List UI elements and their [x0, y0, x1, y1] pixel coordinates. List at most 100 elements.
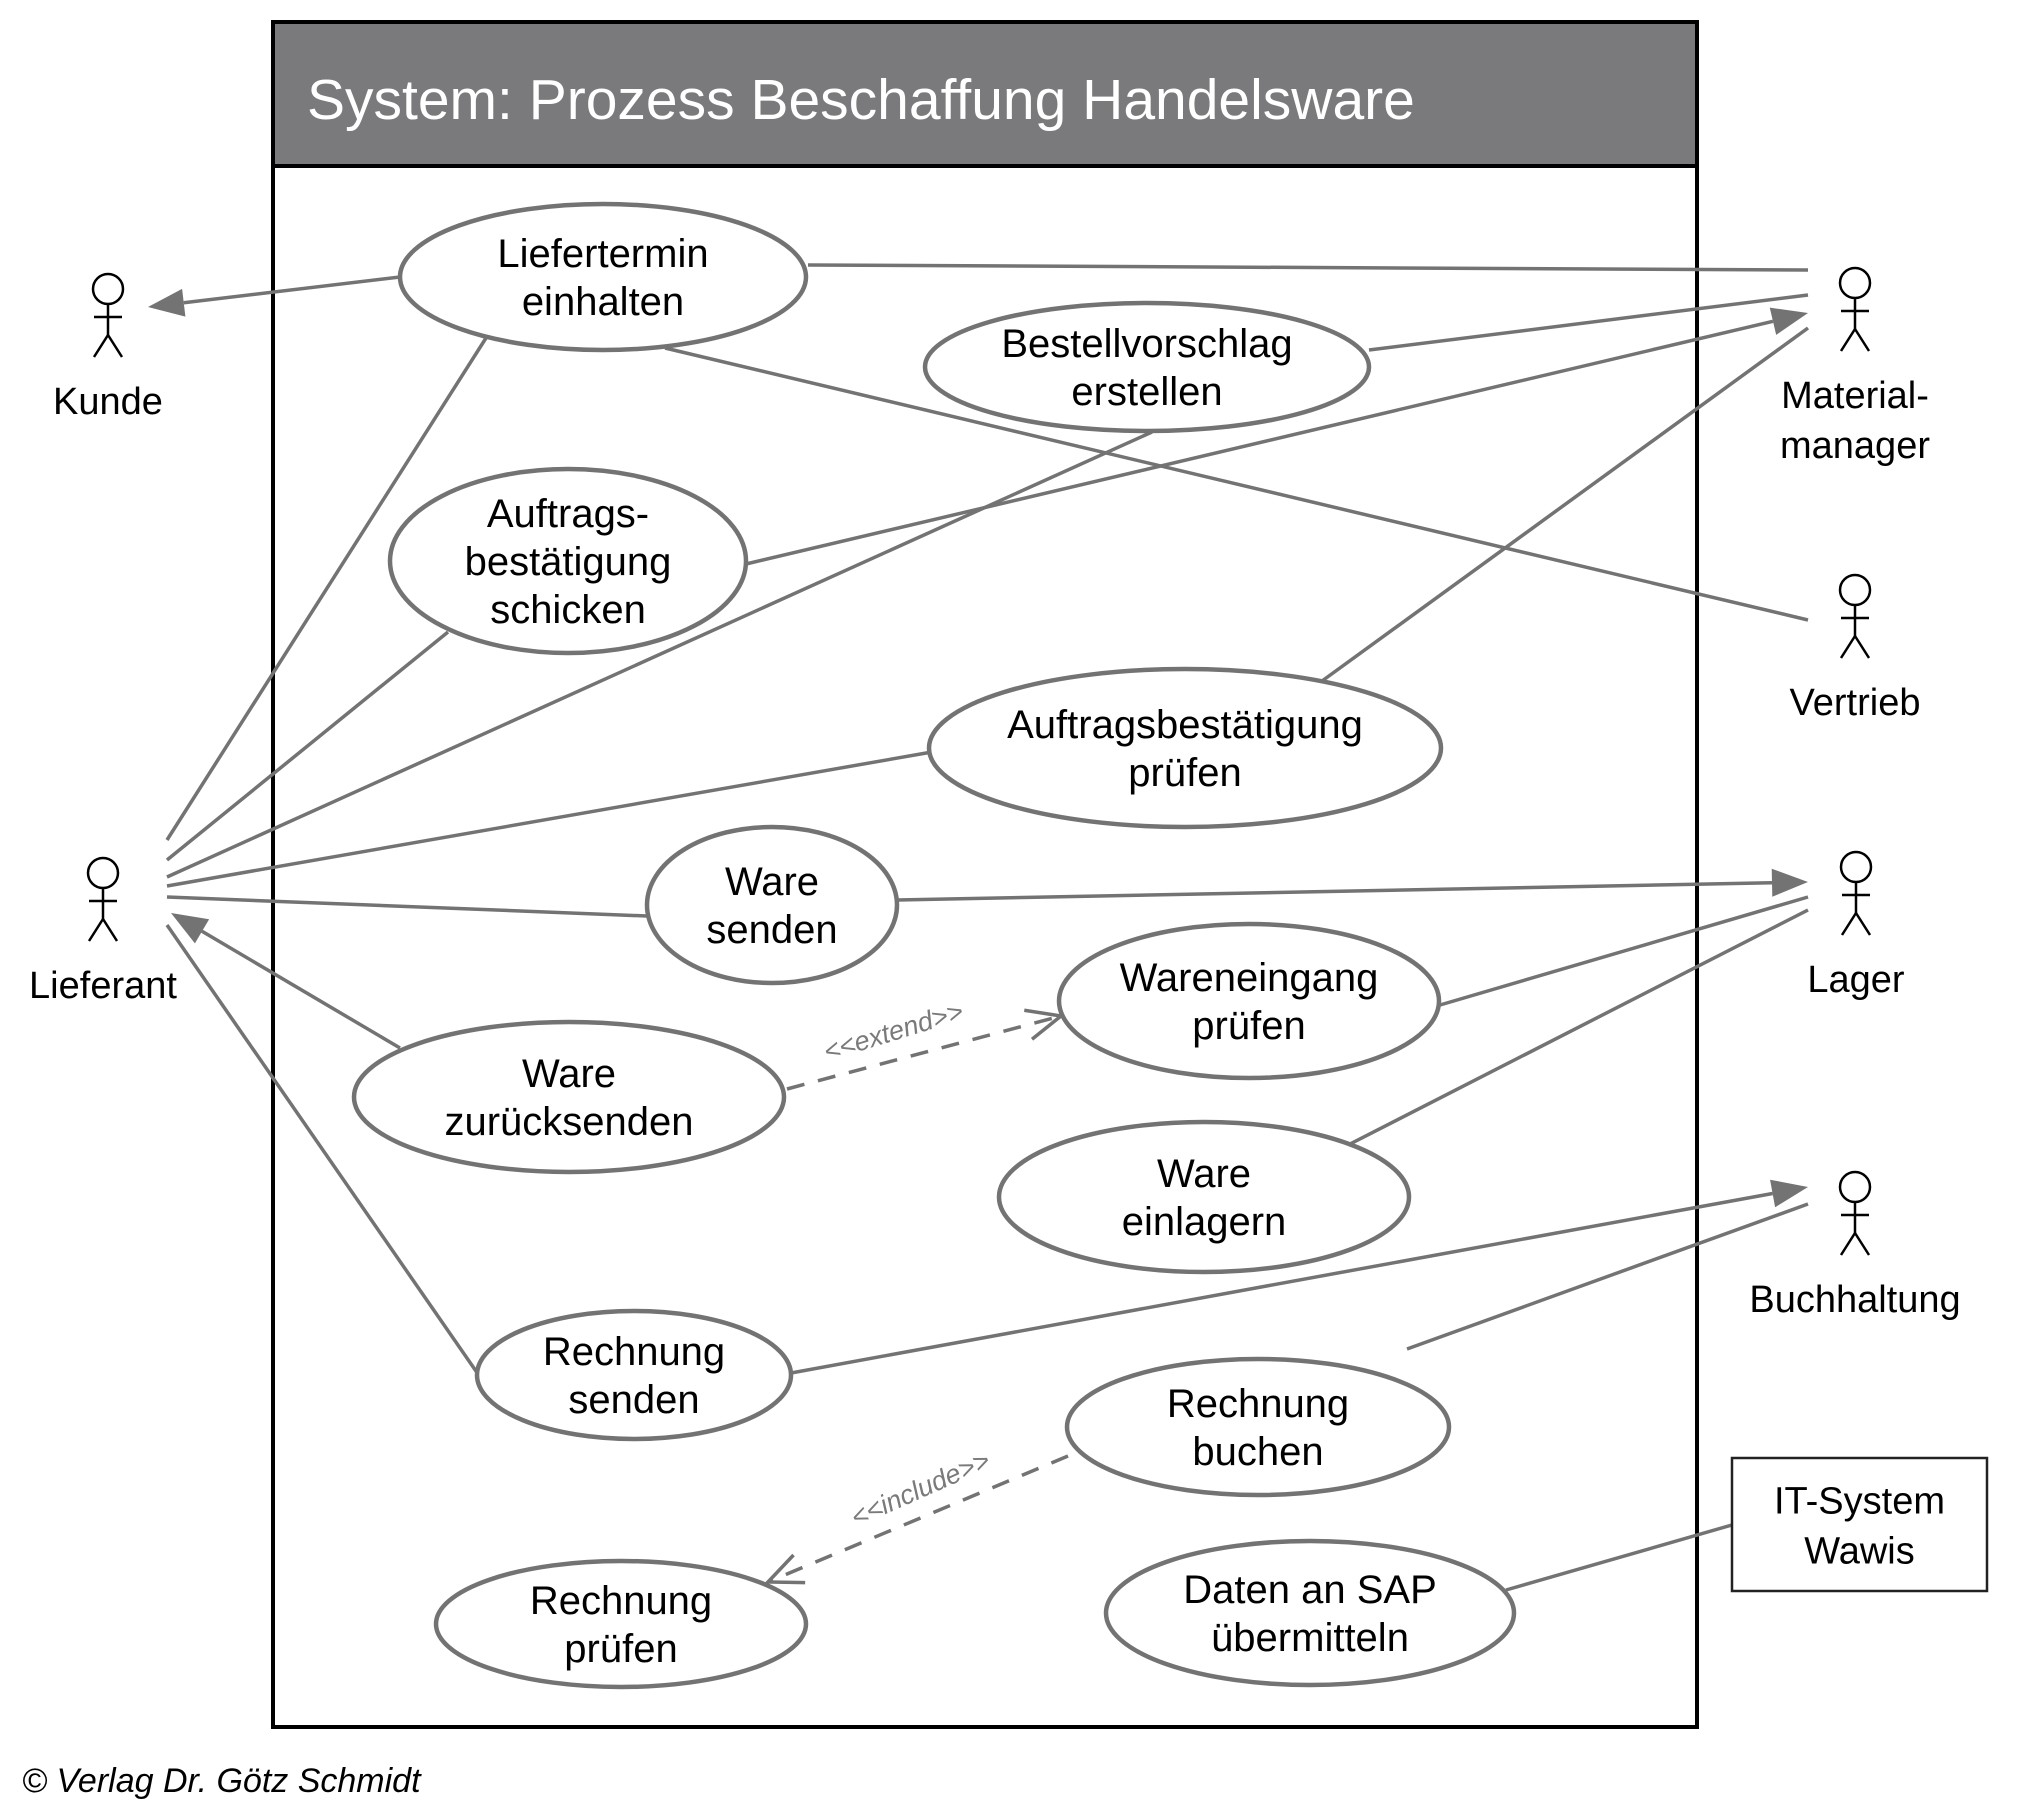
actor-kunde[interactable]: Kunde — [53, 272, 163, 423]
use-case-label: zurücksenden — [444, 1100, 693, 1144]
stick-figure-icon[interactable] — [86, 856, 120, 942]
use-case-ellipse[interactable] — [996, 1119, 1412, 1275]
use-case-label: buchen — [1192, 1430, 1323, 1474]
association-line — [1368, 293, 1809, 352]
system-header — [271, 20, 1699, 168]
actor-lieferant[interactable]: Lieferant — [29, 856, 177, 1007]
association-line — [1439, 895, 1809, 1007]
actor-label: Vertrieb — [1790, 682, 1921, 724]
use-case-label: senden — [706, 908, 837, 952]
actor-vertrieb[interactable]: Vertrieb — [1790, 573, 1921, 724]
arrowhead-icon — [1770, 1179, 1808, 1208]
association-line — [183, 275, 401, 305]
association-ware-senden-lieferant — [166, 895, 648, 918]
association-line — [165, 337, 488, 841]
use-case-label: Rechnung — [1167, 1382, 1349, 1426]
association-line — [166, 895, 648, 918]
actor-buchhaltung[interactable]: Buchhaltung — [1749, 1170, 1961, 1321]
use-case-label: prüfen — [1192, 1004, 1305, 1048]
association-auftragsbestaetigung-schicken-lieferant — [165, 630, 450, 862]
association-line — [790, 1191, 1773, 1375]
association-rechnung-senden-buchhaltung — [790, 1179, 1808, 1375]
use-case-ellipse[interactable] — [1064, 1356, 1452, 1498]
use-case-ellipse[interactable] — [922, 300, 1372, 434]
use-case-label: Auftragsbestätigung — [1007, 703, 1363, 747]
actor-label: Kunde — [53, 381, 163, 423]
association-wareneingang-pruefen-lager — [1439, 895, 1809, 1007]
use-case-label: Ware — [1157, 1152, 1251, 1196]
use-case-ellipse[interactable] — [1103, 1538, 1517, 1688]
actor-label: Lager — [1807, 959, 1905, 1001]
use-case-label: Bestellvorschlag — [1001, 322, 1292, 366]
association-ware-einlagern-lager — [1349, 908, 1809, 1146]
open-arrowhead-icon — [764, 1553, 806, 1585]
association-liefertermin-einhalten-materialmanager — [807, 263, 1809, 272]
association-line — [664, 346, 1809, 622]
use-case-label: schicken — [490, 588, 646, 632]
use-case-ellipse[interactable] — [474, 1308, 794, 1442]
use-case-label: Ware — [522, 1052, 616, 1096]
association-bestellvorschlag-erstellen-materialmanager — [1368, 293, 1809, 352]
dependency-line — [767, 1454, 1069, 1584]
actor-label: Material- — [1781, 375, 1929, 417]
copyright-text: © Verlag Dr. Götz Schmidt — [22, 1762, 422, 1800]
association-liefertermin-einhalten-lieferant — [165, 337, 488, 841]
use-case-label: senden — [568, 1378, 699, 1422]
use-case-ellipse[interactable] — [351, 1019, 787, 1175]
association-line — [1349, 908, 1809, 1146]
association-liefertermin-einhalten-vertrieb — [664, 346, 1809, 622]
association-auftragsbestaetigung-pruefen-materialmanager — [1320, 326, 1810, 683]
association-rechnung-senden-lieferant — [165, 924, 480, 1375]
use-case-label: einlagern — [1122, 1200, 1287, 1244]
stick-figure-icon[interactable] — [1838, 266, 1872, 352]
use-case-label: Daten an SAP — [1183, 1568, 1437, 1612]
arrowhead-icon — [148, 288, 186, 317]
association-rechnung-buchen-buchhaltung — [1406, 1202, 1809, 1351]
use-case-label: übermitteln — [1211, 1616, 1409, 1660]
stick-figure-icon[interactable] — [1838, 1170, 1872, 1256]
use-case-ellipse[interactable] — [433, 1558, 809, 1690]
use-cases: LiefertermineinhaltenBestellvorschlagers… — [351, 201, 1517, 1690]
association-line — [166, 750, 933, 888]
actor-label: Buchhaltung — [1749, 1279, 1960, 1321]
use-case-label: Liefertermin — [497, 232, 708, 276]
stick-figure-icon[interactable] — [1838, 573, 1872, 659]
association-auftragsbestaetigung-schicken-materialmanager — [745, 307, 1808, 566]
stick-figure-icon[interactable] — [1839, 850, 1873, 936]
arrowhead-icon — [1771, 868, 1808, 897]
use-case-ellipse[interactable] — [387, 466, 749, 656]
actor-label: Lieferant — [29, 965, 177, 1007]
association-line — [807, 263, 1809, 272]
use-case-label: prüfen — [1128, 751, 1241, 795]
external-system-label: IT-System — [1774, 1481, 1945, 1523]
use-case-ellipse[interactable] — [1056, 921, 1442, 1081]
association-line — [165, 924, 480, 1375]
actor-lager[interactable]: Lager — [1807, 850, 1905, 1001]
stick-figure-icon[interactable] — [91, 272, 125, 358]
use-case-ellipse[interactable] — [644, 824, 900, 986]
use-case-label: einhalten — [522, 280, 684, 324]
use-case-ellipse[interactable] — [926, 666, 1444, 830]
use-case-ellipse[interactable] — [397, 201, 809, 353]
use-case-label: Wareneingang — [1120, 956, 1379, 1000]
association-ware-zuruecksenden-lieferant — [171, 913, 401, 1050]
actor-materialmanager[interactable]: Material-manager — [1780, 266, 1930, 467]
association-daten-an-sap-uebermitteln-it-system-wawis — [1505, 1523, 1733, 1592]
use-case-label: Rechnung — [543, 1330, 725, 1374]
association-auftragsbestaetigung-pruefen-lieferant — [166, 750, 933, 888]
external-system-box[interactable] — [1730, 1456, 1989, 1593]
